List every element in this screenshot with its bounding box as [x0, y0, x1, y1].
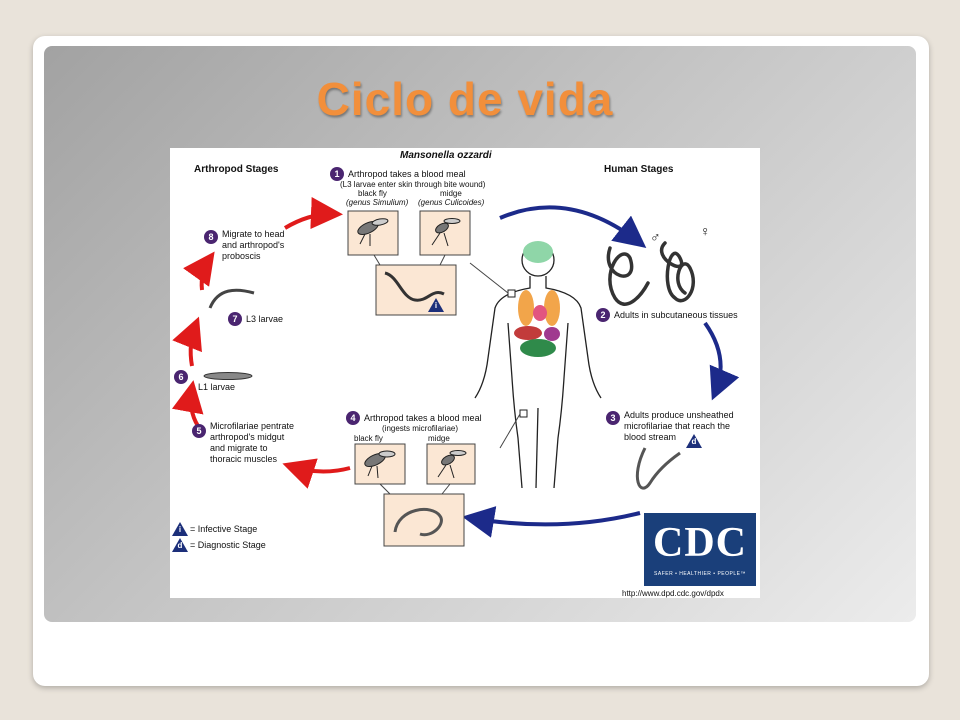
- arrow-7-to-8: [183, 251, 215, 291]
- step-8-line-2: and arthropod's: [222, 240, 285, 250]
- diagnostic-stage-marker: d: [686, 434, 702, 448]
- intestines: [520, 339, 556, 357]
- step-4-black-fly: black fly: [354, 434, 383, 443]
- arrow-2-to-3: [703, 321, 740, 401]
- species-title: Mansonella ozzardi: [400, 150, 492, 161]
- l3-larva-step-7: [208, 288, 255, 309]
- step-8-line-1: Migrate to head: [222, 229, 285, 239]
- arrow-5-to-6: [171, 380, 204, 428]
- human-stages-header: Human Stages: [604, 164, 674, 175]
- legend-diagnostic-text: = Diagnostic Stage: [190, 540, 266, 550]
- arrow-6-to-7: [172, 316, 202, 367]
- midge-box-4: [426, 443, 476, 485]
- female-symbol: ♀: [700, 223, 711, 239]
- step-1-culicoides: (genus Culicoides): [418, 198, 485, 207]
- step-2-label: Adults in subcutaneous tissues: [614, 310, 738, 320]
- step-3-line-3: blood stream: [624, 432, 677, 442]
- brain: [523, 241, 553, 263]
- step-2-badge: 2: [596, 308, 610, 322]
- step-4-label: Arthropod takes a blood meal: [364, 413, 482, 423]
- step-3-line-2: microfilariae that reach the: [624, 421, 731, 431]
- arrow-8-to-1: [283, 197, 343, 230]
- l1-larva: [203, 372, 253, 380]
- life-cycle-diagram: Mansonella ozzardi Arthropod Stages Huma…: [170, 148, 760, 598]
- step-5-line-1: Microfilariae pentrate: [210, 421, 295, 431]
- step-1-label: Arthropod takes a blood meal: [348, 169, 466, 179]
- black-fly-box-1: [347, 210, 399, 256]
- arrow-4-to-5: [282, 458, 351, 489]
- lung-left: [518, 290, 534, 326]
- legend-infective-text: = Infective Stage: [190, 524, 258, 534]
- l3-larva-drawing: [384, 271, 445, 302]
- arrow-3-to-4: [462, 506, 641, 538]
- microfilaria-step-3: [635, 447, 681, 490]
- diagram-graphics: [171, 197, 740, 547]
- step-1-black-fly: black fly: [358, 189, 387, 198]
- microfilaria-drawing: [393, 507, 443, 537]
- step-8-line-3: proboscis: [222, 251, 261, 261]
- step-4-badge: 4: [346, 411, 360, 425]
- step-3-badge: 3: [606, 411, 620, 425]
- step-6-label: L1 larvae: [198, 382, 236, 392]
- step-3-line-1: Adults produce unsheathed: [624, 410, 734, 420]
- black-fly-illustration-4: [364, 450, 396, 479]
- microfilariae-box: [383, 493, 465, 547]
- step-5-badge: 5: [192, 424, 206, 438]
- liver: [514, 326, 542, 340]
- midge-box-1: [419, 210, 471, 256]
- lung-right: [544, 290, 560, 326]
- step-7-label: L3 larvae: [246, 314, 284, 324]
- midge-illustration-4: [437, 450, 467, 479]
- cdc-tagline: SAFER • HEALTHIER • PEOPLE™: [654, 571, 746, 577]
- step-4-midge: midge: [428, 434, 450, 443]
- midge-illustration-1: [431, 218, 461, 247]
- step-5-line-2: arthropod's midgut: [210, 432, 285, 442]
- slide-title: Ciclo de vida: [316, 73, 614, 125]
- legend-diagnostic-icon: d: [172, 538, 188, 552]
- legend-infective-icon: i: [172, 522, 188, 536]
- step-5-line-4: thoracic muscles: [210, 454, 278, 464]
- step-1-badge: 1: [330, 167, 344, 181]
- arrow-1-to-2: [499, 205, 647, 248]
- cdc-logo: CDC SAFER • HEALTHIER • PEOPLE™: [644, 513, 756, 586]
- human-body: [474, 243, 602, 489]
- black-fly-illustration-1: [357, 218, 389, 246]
- step-8-badge: 8: [204, 230, 218, 244]
- step-7-badge: 7: [228, 312, 242, 326]
- step-6-badge: 6: [174, 370, 188, 384]
- heart: [533, 305, 547, 321]
- skin-marker-1: [507, 289, 516, 298]
- cdc-logo-text: CDC: [653, 520, 747, 566]
- arthropod-stages-header: Arthropod Stages: [194, 164, 279, 175]
- skin-marker-4: [519, 409, 528, 418]
- step-1-simulium: (genus Simulium): [346, 198, 409, 207]
- male-symbol: ♂: [650, 229, 661, 245]
- infective-stage-marker: i: [428, 298, 444, 312]
- source-url: http://www.dpd.cdc.gov/dpdx: [622, 589, 724, 598]
- step-1-midge: midge: [440, 189, 462, 198]
- step-1-subtitle: (L3 larvae enter skin through bite wound…: [340, 180, 486, 189]
- step-4-subtitle: (ingests microfilariae): [382, 424, 459, 433]
- step-5-line-3: and migrate to: [210, 443, 268, 453]
- black-fly-box-4: [354, 443, 406, 485]
- adult-worms: [606, 241, 696, 306]
- stomach: [544, 327, 560, 341]
